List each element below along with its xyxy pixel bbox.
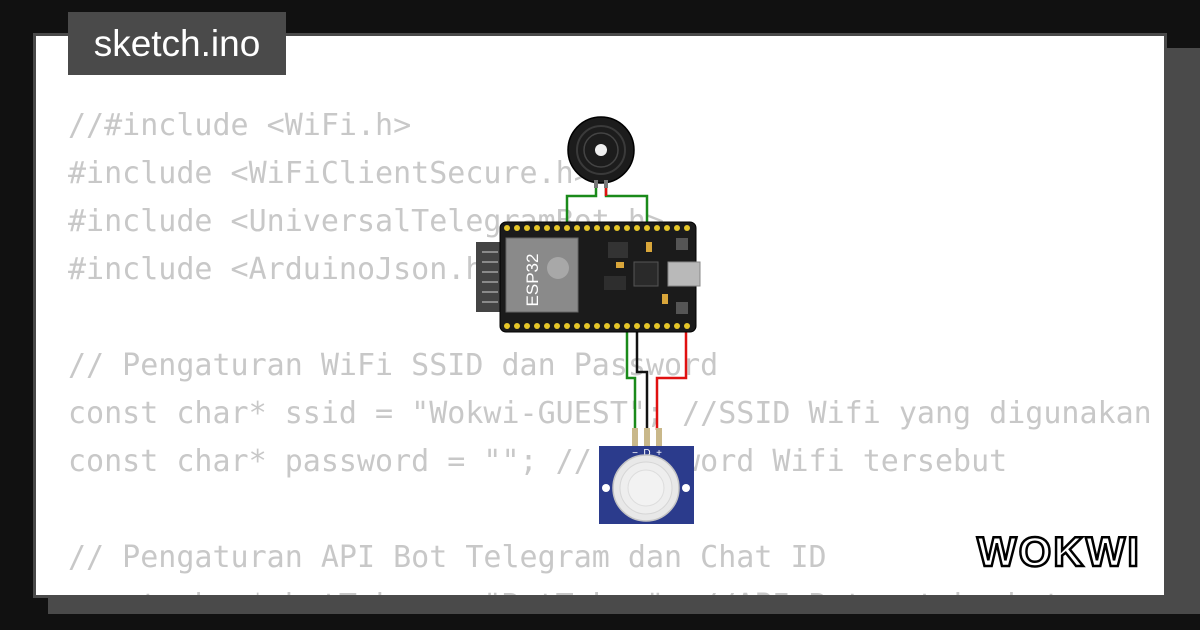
header-pin	[644, 323, 650, 329]
header-pin	[624, 323, 630, 329]
header-pin	[504, 225, 510, 231]
header-pin	[514, 225, 520, 231]
header-pin	[514, 323, 520, 329]
esp32-module	[505, 237, 579, 313]
header-pin	[564, 323, 570, 329]
pir-pin-label: +	[656, 448, 662, 459]
pin-header-top	[504, 225, 690, 231]
pir-wire-black	[635, 326, 649, 430]
code-line: const char* ssid = "Wokwi-GUEST"; //SSID…	[68, 396, 1152, 431]
header-pin	[564, 225, 570, 231]
header-pin	[674, 225, 680, 231]
espressif-logo-icon	[547, 257, 569, 279]
header-pin	[524, 225, 530, 231]
header-pin	[684, 225, 690, 231]
header-pin	[584, 225, 590, 231]
antenna-area	[476, 242, 504, 312]
header-pin	[634, 323, 640, 329]
pir-wire-red	[655, 326, 688, 430]
header-pin	[554, 225, 560, 231]
code-line: #include <WiFiClientSecure.h>	[68, 156, 592, 191]
header-pin	[624, 225, 630, 231]
usb-chip	[633, 261, 659, 287]
code-line: const char* botToken = "BotToken"; //API…	[68, 582, 1152, 595]
header-pin	[614, 323, 620, 329]
header-pin	[584, 323, 590, 329]
code-listing: //#include <WiFi.h> #include <WiFiClientS…	[68, 102, 1152, 595]
pin-header-bottom	[504, 323, 690, 329]
code-line: // Pengaturan WiFi SSID dan Password	[68, 348, 719, 383]
header-pin	[544, 225, 550, 231]
header-pin	[614, 225, 620, 231]
code-line: //#include <WiFi.h>	[68, 108, 412, 143]
header-pin	[594, 225, 600, 231]
header-pin	[674, 323, 680, 329]
buzzer-wire-green-2	[604, 182, 649, 228]
pir-pin-label: −	[632, 448, 638, 459]
header-pin	[544, 323, 550, 329]
header-pin	[504, 323, 510, 329]
mount-hole	[682, 484, 690, 492]
header-pin	[654, 323, 660, 329]
header-pin	[604, 323, 610, 329]
regulator	[604, 276, 626, 290]
buzzer-component	[567, 116, 635, 188]
header-pin	[574, 323, 580, 329]
board-chip	[608, 242, 628, 258]
header-pin	[594, 323, 600, 329]
usb-port	[667, 261, 701, 287]
file-tab[interactable]: sketch.ino	[68, 12, 286, 75]
pir-pin-label: D	[643, 448, 650, 459]
header-pin	[664, 323, 670, 329]
header-pin	[524, 323, 530, 329]
header-pin	[654, 225, 660, 231]
buzzer-wire-green	[565, 182, 598, 228]
pir-wire-green	[625, 326, 637, 430]
pir-sensor: − D +	[599, 428, 694, 524]
boot-button	[676, 238, 688, 250]
file-tab-label: sketch.ino	[93, 22, 261, 64]
esp32-board: ESP32	[476, 221, 701, 333]
wokwi-logo: WOKWI	[976, 527, 1141, 576]
header-pin	[644, 225, 650, 231]
esp32-label: ESP32	[523, 254, 542, 307]
header-pin	[534, 323, 540, 329]
code-line: // Pengaturan API Bot Telegram dan Chat …	[68, 540, 827, 575]
code-line: #include <ArduinoJson.h>	[68, 252, 502, 287]
wokwi-logo-text: WOKWI	[977, 528, 1141, 575]
header-pin	[664, 225, 670, 231]
header-pin	[534, 225, 540, 231]
header-pin	[554, 323, 560, 329]
header-pin	[574, 225, 580, 231]
reset-button	[676, 302, 688, 314]
mount-hole	[602, 484, 610, 492]
pir-wires	[625, 326, 688, 430]
header-pin	[604, 225, 610, 231]
header-pin	[634, 225, 640, 231]
header-pin	[684, 323, 690, 329]
